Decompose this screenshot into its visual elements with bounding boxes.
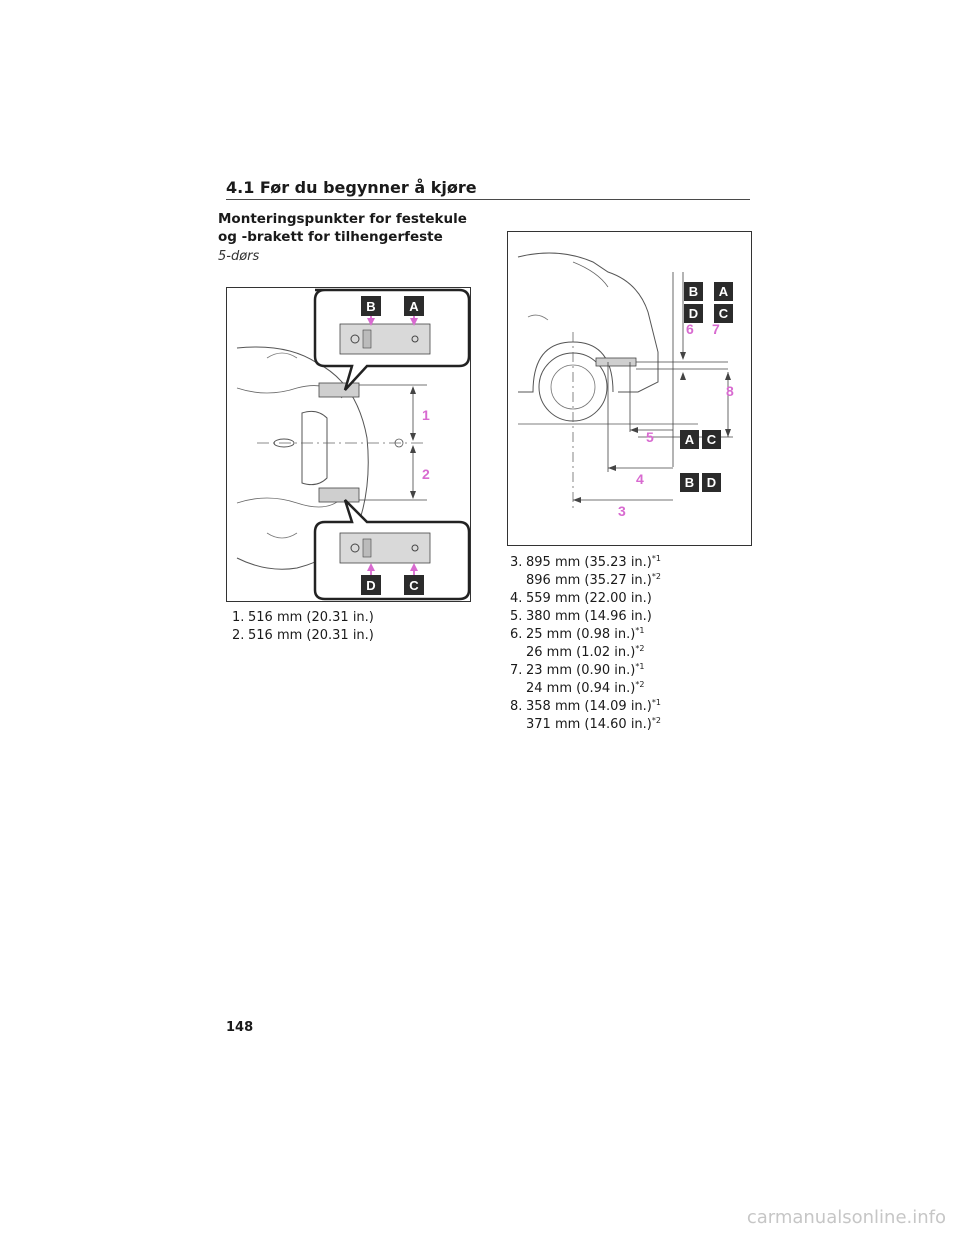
item-text: 895 mm (35.23 in.) xyxy=(526,555,652,570)
figure-front-mounting-points: 1 2 B A D C xyxy=(226,287,471,602)
item-text: 559 mm (22.00 in.) xyxy=(526,591,652,606)
dim-label-6: 6 xyxy=(686,321,694,337)
label-box-a-r2: A xyxy=(685,432,695,447)
footnote-marker: *2 xyxy=(651,716,661,725)
label-box-a-r1: A xyxy=(719,284,729,299)
figure-rear-mounting-points: 6 7 8 5 4 3 B A D C A C B D xyxy=(507,231,752,546)
label-box-d-bottom: D xyxy=(366,578,375,593)
footnote-marker: *2 xyxy=(635,644,645,653)
page-number: 148 xyxy=(226,1020,254,1035)
item-number: 3. xyxy=(510,555,523,570)
dim-label-2: 2 xyxy=(422,466,430,482)
item-number: 5. xyxy=(510,609,523,624)
section-header: 4.1 Før du begynner å kjøre xyxy=(226,178,477,197)
list-item: 1.516 mm (20.31 in.) xyxy=(232,609,374,627)
watermark: carmanualsonline.info xyxy=(746,1207,946,1228)
label-box-c-r1: C xyxy=(719,306,729,321)
footnote-marker: *2 xyxy=(635,680,645,689)
footnote-marker: *1 xyxy=(651,698,661,707)
list-item: 7. 23 mm (0.90 in.)*1 24 mm (0.94 in.)*2 xyxy=(510,662,661,698)
item-text: 371 mm (14.60 in.) xyxy=(526,717,652,732)
label-box-b-r1: B xyxy=(689,284,698,299)
label-box-c-r2: C xyxy=(707,432,717,447)
item-number: 4. xyxy=(510,591,523,606)
item-number: 7. xyxy=(510,663,523,678)
footnote-marker: *1 xyxy=(635,662,645,671)
front-dimensions-list: 1.516 mm (20.31 in.) 2.516 mm (20.31 in.… xyxy=(232,609,374,645)
dim-label-8: 8 xyxy=(726,383,734,399)
item-number: 6. xyxy=(510,627,523,642)
item-text: 358 mm (14.09 in.) xyxy=(526,699,652,714)
dim-label-4: 4 xyxy=(636,471,644,487)
dim-label-3: 3 xyxy=(618,503,626,519)
item-text: 24 mm (0.94 in.) xyxy=(526,681,636,696)
variant-label: 5-dørs xyxy=(218,249,260,264)
rear-diagram-svg: 6 7 8 5 4 3 B A D C A C B D xyxy=(517,252,734,519)
dim-label-7: 7 xyxy=(712,321,720,337)
list-item: 3. 895 mm (35.23 in.)*1 896 mm (35.27 in… xyxy=(510,554,661,590)
label-box-a-top: A xyxy=(409,299,419,314)
item-text: 516 mm (20.31 in.) xyxy=(248,628,374,643)
header-rule xyxy=(226,199,750,200)
dim-label-1: 1 xyxy=(422,407,430,423)
list-item: 8. 358 mm (14.09 in.)*1 371 mm (14.60 in… xyxy=(510,698,661,734)
label-box-b-r3: B xyxy=(685,475,694,490)
label-box-d-r1: D xyxy=(689,306,698,321)
item-text: 26 mm (1.02 in.) xyxy=(526,645,636,660)
item-text: 516 mm (20.31 in.) xyxy=(248,610,374,625)
item-number: 2. xyxy=(232,628,245,643)
label-box-c-bottom: C xyxy=(409,578,419,593)
front-diagram-svg: 1 2 B A D C xyxy=(236,288,470,601)
label-box-d-r3: D xyxy=(707,475,716,490)
list-item: 5. 380 mm (14.96 in.) xyxy=(510,608,661,626)
footnote-marker: *1 xyxy=(635,626,645,635)
list-item: 2.516 mm (20.31 in.) xyxy=(232,627,374,645)
footnote-marker: *1 xyxy=(651,554,661,563)
item-text: 896 mm (35.27 in.) xyxy=(526,573,652,588)
subheading: Monteringspunkter for festekule og -brak… xyxy=(218,211,467,245)
item-number: 8. xyxy=(510,699,523,714)
rear-dimensions-list: 3. 895 mm (35.23 in.)*1 896 mm (35.27 in… xyxy=(510,554,661,734)
dim-label-5: 5 xyxy=(646,429,654,445)
label-box-b-top: B xyxy=(366,299,375,314)
item-text: 23 mm (0.90 in.) xyxy=(526,663,636,678)
list-item: 4. 559 mm (22.00 in.) xyxy=(510,590,661,608)
footnote-marker: *2 xyxy=(651,572,661,581)
item-text: 25 mm (0.98 in.) xyxy=(526,627,636,642)
item-text: 380 mm (14.96 in.) xyxy=(526,609,652,624)
item-number: 1. xyxy=(232,610,245,625)
list-item: 6. 25 mm (0.98 in.)*1 26 mm (1.02 in.)*2 xyxy=(510,626,661,662)
